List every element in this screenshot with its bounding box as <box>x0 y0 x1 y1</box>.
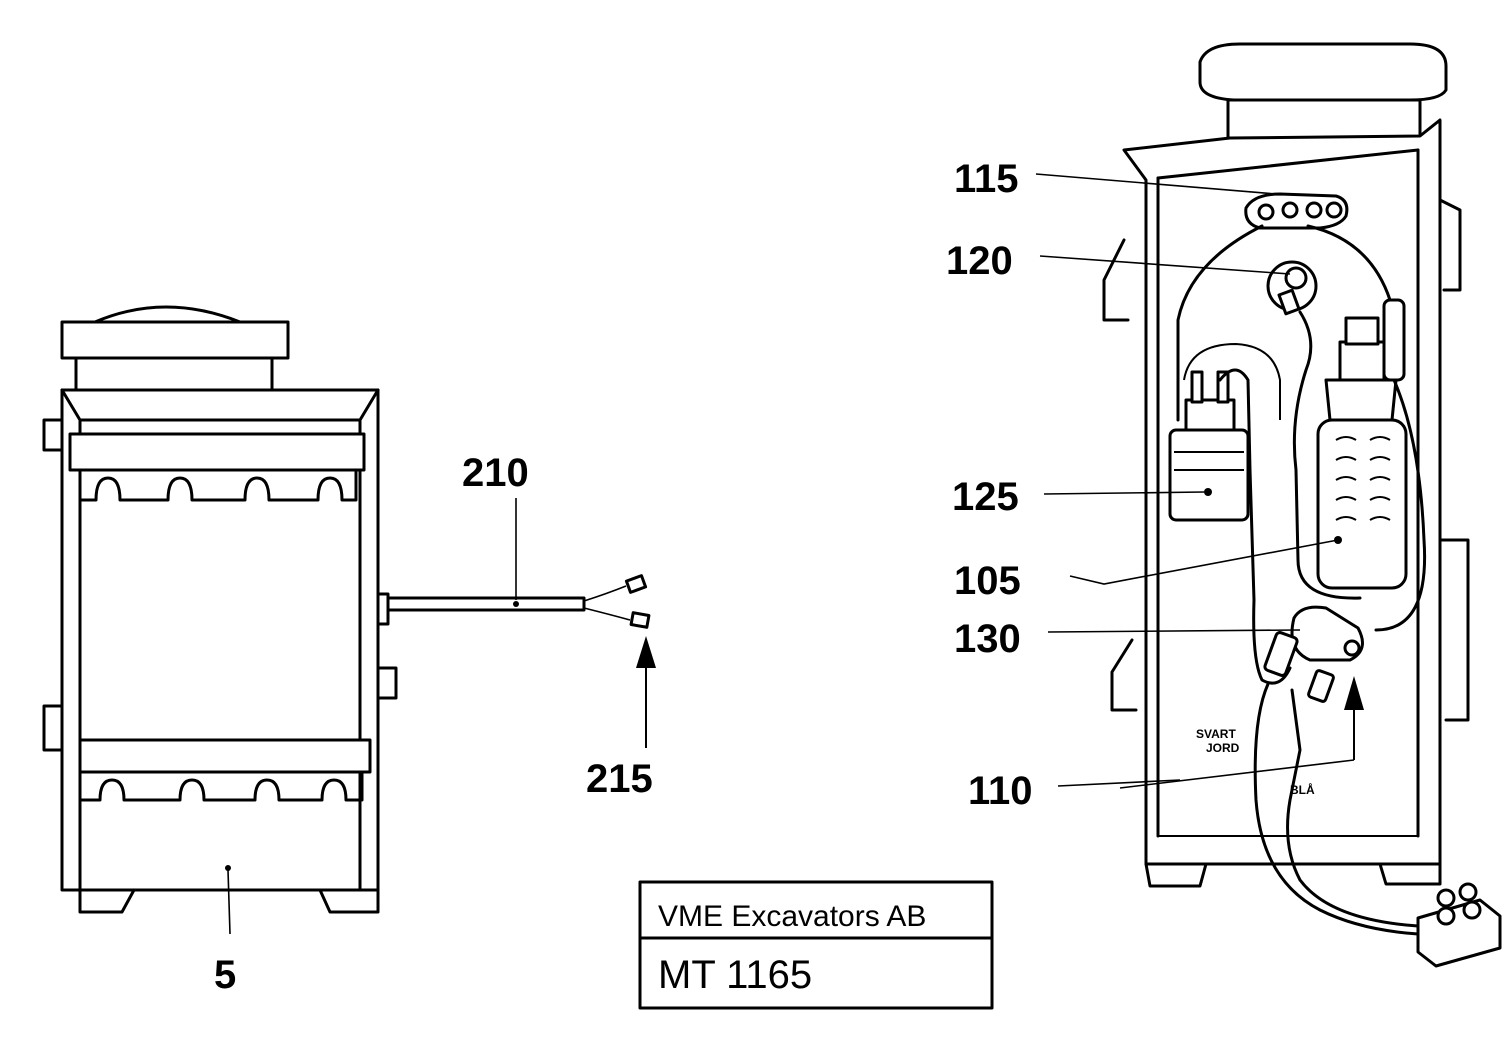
left-neck <box>74 356 274 392</box>
cable-210 <box>386 596 586 612</box>
left-feet <box>78 888 380 914</box>
left-upper-bracket <box>68 432 366 472</box>
right-cap <box>1198 42 1448 102</box>
wiring <box>1176 224 1427 928</box>
relay-125 <box>1168 428 1250 522</box>
callout-110: 110 <box>968 769 1033 813</box>
left-cap <box>60 320 290 360</box>
callout-105: 105 <box>954 559 1021 603</box>
callout-125: 125 <box>952 475 1019 519</box>
left-dome <box>93 305 242 324</box>
callout-115: 115 <box>954 157 1019 201</box>
callout-130: 130 <box>954 617 1021 661</box>
arrow-215 <box>636 636 656 668</box>
arrow-110 <box>1344 676 1364 710</box>
leader-lines <box>227 173 1339 935</box>
unit-left-assembly <box>42 305 656 914</box>
title-block: VME Excavators AB MT 1165 <box>638 880 994 1010</box>
drawing-number: MT 1165 <box>658 953 812 997</box>
callout-215: 215 <box>586 757 653 801</box>
left-lower-bracket <box>78 738 372 774</box>
left-body <box>60 388 380 892</box>
company-name: VME Excavators AB <box>658 900 926 933</box>
wire-label-bla: BLÅ <box>1290 782 1315 797</box>
callout-120: 120 <box>946 239 1013 283</box>
terminal-215b <box>629 611 651 629</box>
callout-5: 5 <box>214 953 236 997</box>
terminal-block <box>1416 898 1502 968</box>
wire-label-svart: SVART <box>1196 727 1236 741</box>
heater-105 <box>1316 418 1408 590</box>
callout-210: 210 <box>462 451 529 495</box>
unit-right-assembly <box>1102 42 1502 968</box>
terminal-215a <box>624 574 648 594</box>
right-body <box>1122 118 1442 866</box>
wire-label-jord: JORD <box>1206 741 1240 755</box>
